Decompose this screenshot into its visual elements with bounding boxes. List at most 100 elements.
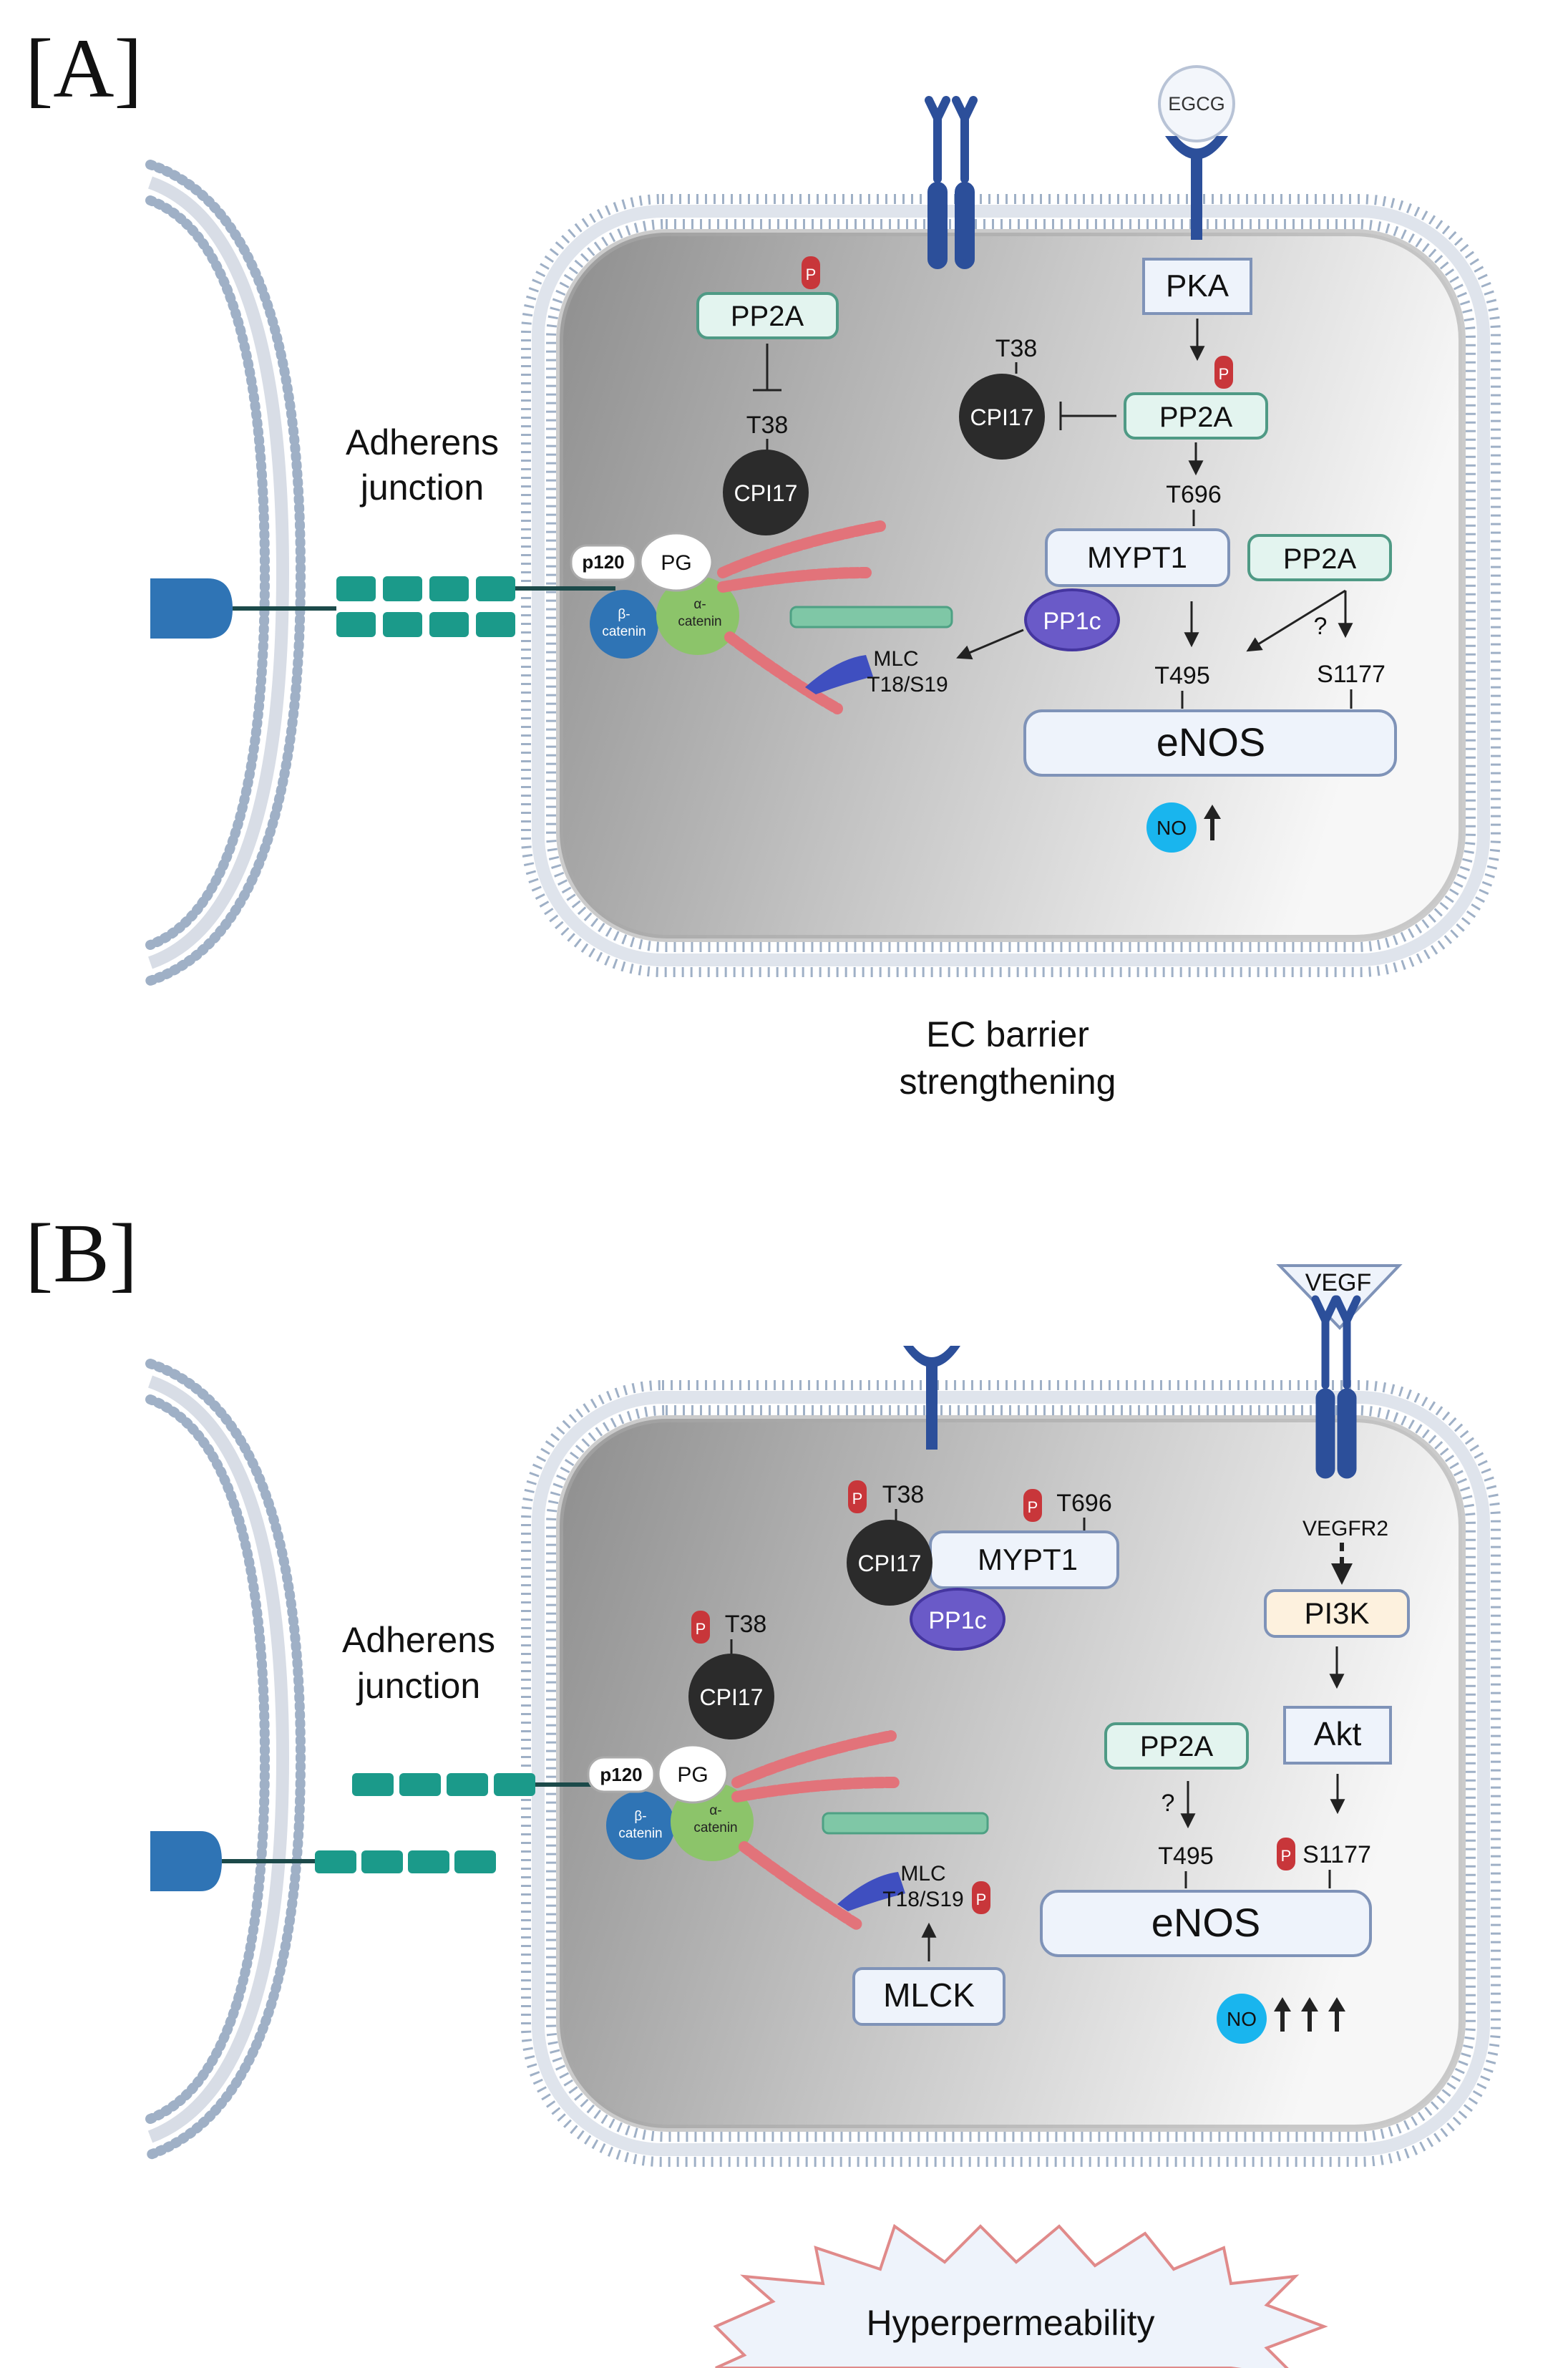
cpi17-label-a-right: CPI17: [970, 404, 1034, 430]
pka-label: PKA: [1166, 268, 1229, 304]
s1177-label-a: S1177: [1317, 661, 1386, 688]
egcg-ligand: EGCG: [1158, 65, 1235, 142]
t38-label-b-top: T38: [882, 1481, 925, 1508]
catenin-complex-b: p120 PG β- catenin α- catenin: [587, 1744, 754, 1861]
svg-text:P: P: [1028, 1498, 1038, 1516]
enos-label-b: eNOS: [1151, 1900, 1261, 1945]
triple-up-arrow-icon: [1274, 1997, 1345, 2032]
pi3k-box: [1264, 1589, 1410, 1638]
phospho-badge-a1: P: [802, 256, 820, 289]
neighbor-cell-membrane-b: [145, 1359, 306, 2160]
akt-label: Akt: [1314, 1715, 1362, 1752]
t38-label-a-right: T38: [995, 335, 1038, 362]
alpha-catenin-label-b-2: catenin: [693, 1820, 737, 1835]
cpi17-label-a-left: CPI17: [734, 480, 798, 506]
t38-label-b-left: T38: [725, 1611, 767, 1638]
cpi17-circle-b-top: [847, 1520, 932, 1606]
mlc-icon-a: [805, 655, 873, 694]
t495-label-b: T495: [1158, 1843, 1214, 1870]
vegfr2-label: VEGFR2: [1302, 1517, 1388, 1540]
actin-filaments-a: [717, 520, 886, 714]
pg-label-b: PG: [677, 1763, 708, 1787]
receptor-dimer-icon: [925, 96, 978, 269]
svg-text:P: P: [976, 1891, 987, 1908]
cpi17-circle-b-left: [688, 1654, 774, 1739]
alpha-catenin-label-b-1: α-: [709, 1803, 721, 1818]
no-label-a: NO: [1156, 817, 1187, 839]
phospho-badge-b3: P: [691, 1611, 710, 1644]
receptor-icon-b: [903, 1346, 960, 1450]
pp2a-label-b: PP2A: [1140, 1731, 1214, 1762]
beta-catenin-label-b-1: β-: [634, 1809, 646, 1824]
catenin-complex: p120 PG β- catenin α- catenin: [570, 532, 739, 659]
pka-box: [1142, 258, 1252, 315]
arrow-pp1c-mlc-a: [956, 629, 1024, 660]
svg-text:P: P: [806, 266, 817, 283]
up-arrow-icon: [1204, 805, 1221, 840]
panel-a: [A] EGCG: [25, 21, 1501, 1102]
phospho-badge-b4: P: [1277, 1838, 1295, 1870]
mypt1-box-a: [1045, 528, 1230, 587]
beta-catenin-label-b-2: catenin: [618, 1826, 662, 1841]
mlck-label: MLCK: [883, 1976, 975, 2014]
enos-box-a: [1023, 709, 1397, 777]
mlc-label-b-1: MLC: [900, 1862, 945, 1886]
adherens-label-a-1: Adherens: [346, 422, 499, 462]
t696-label-b: T696: [1056, 1490, 1112, 1517]
phospho-badge-a2: P: [1214, 356, 1233, 389]
pi3k-label: PI3K: [1304, 1596, 1369, 1630]
pp2a-box-a-right: [1124, 392, 1268, 440]
neighbor-cell-membrane: [145, 160, 306, 986]
alpha-catenin-label-a-2: catenin: [678, 614, 721, 629]
myosin-filament-a: [789, 606, 953, 629]
svg-text:P: P: [852, 1490, 863, 1508]
pp2a-label-a-right: PP2A: [1159, 402, 1233, 433]
vegfr2-receptor-icon: [1311, 1295, 1361, 1479]
vegf-label: VEGF: [1305, 1269, 1372, 1296]
outcome-label-a-1: EC barrier: [926, 1014, 1089, 1054]
panel-a-label: [A]: [25, 21, 142, 115]
junction-cadherins-b: [150, 1773, 615, 1891]
no-circle-a: [1146, 802, 1197, 853]
no-label-b: NO: [1227, 2008, 1257, 2030]
svg-text:P: P: [1219, 365, 1229, 383]
pg-label-a: PG: [661, 551, 691, 575]
adherens-label-b-1: Adherens: [342, 1620, 495, 1660]
mypt1-label-b: MYPT1: [978, 1543, 1078, 1576]
question-mark-b: ?: [1162, 1790, 1175, 1817]
mypt1-label-a: MYPT1: [1087, 540, 1187, 574]
hyperpermeability-burst: [713, 2223, 1328, 2368]
question-mark-a: ?: [1314, 613, 1328, 640]
p120-label-a: p120: [582, 551, 624, 573]
enos-label-a: eNOS: [1156, 719, 1266, 765]
myosin-filament-b: [822, 1812, 989, 1835]
panel-b-label: [B]: [25, 1206, 137, 1300]
phospho-badge-b2: P: [1023, 1489, 1042, 1522]
t696-label-a: T696: [1166, 481, 1222, 508]
mlck-box: [852, 1967, 1005, 2026]
mlc-label-b-2: T18/S19: [882, 1888, 963, 1911]
egcg-receptor-icon: [1165, 136, 1228, 240]
phospho-badge-b1: P: [848, 1480, 867, 1513]
t38-label-a-left: T38: [746, 412, 789, 439]
panel-b: [B] VEGF VEGFR2: [25, 1206, 1501, 2368]
pp1c-label-b: PP1c: [928, 1607, 986, 1634]
pp2a-label-a-left: PP2A: [731, 301, 804, 332]
cpi17-label-b-left: CPI17: [700, 1684, 764, 1710]
outcome-label-a-2: strengthening: [899, 1062, 1116, 1102]
mlc-label-a-2: T18/S19: [867, 673, 948, 697]
s1177-label-b: S1177: [1302, 1841, 1371, 1868]
pp2a-label-a-lower: PP2A: [1283, 543, 1357, 575]
pp2a-box-b: [1104, 1722, 1249, 1770]
svg-text:P: P: [696, 1620, 706, 1638]
no-circle-b: [1217, 1994, 1267, 2044]
phospho-badge-b-mlc: P: [972, 1881, 990, 1914]
enos-box-b: [1040, 1890, 1372, 1957]
cpi17-circle-a-left: [723, 450, 809, 535]
pp1c-label-a: PP1c: [1043, 608, 1101, 635]
actin-filaments-b: [731, 1730, 900, 1931]
pp2a-box-a-lower: [1247, 534, 1392, 581]
adherens-label-b-2: junction: [356, 1666, 480, 1706]
cpi17-label-b-top: CPI17: [858, 1551, 922, 1576]
